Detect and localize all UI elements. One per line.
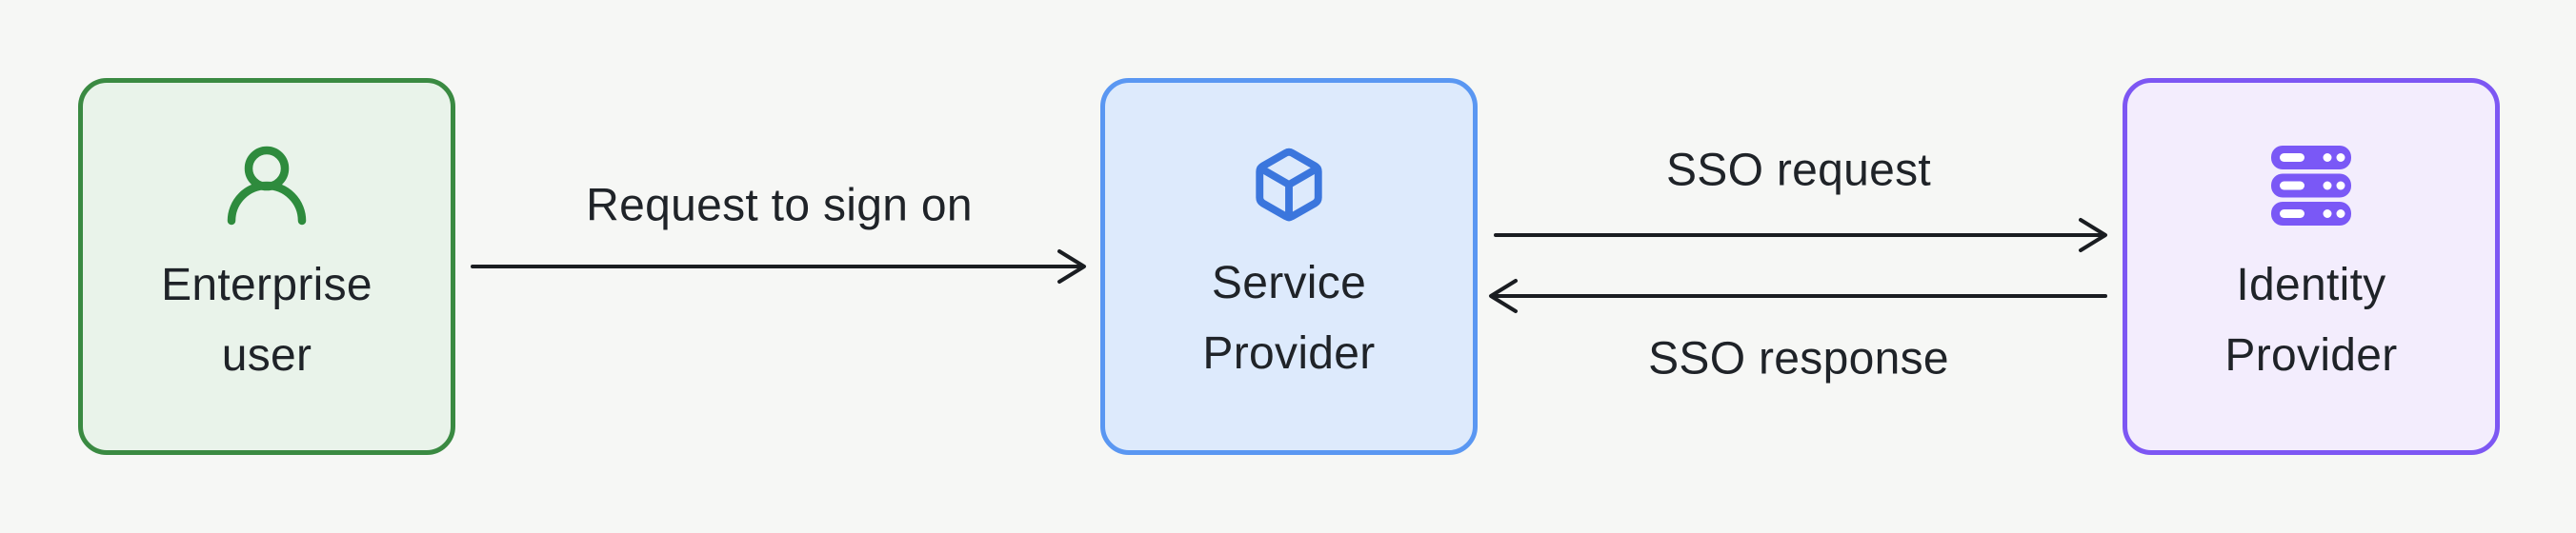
node-identity-provider: Identity Provider bbox=[2123, 78, 2500, 455]
edge-label-sso-response: SSO response bbox=[1648, 333, 1949, 385]
node-label-service-provider: Service Provider bbox=[1202, 248, 1375, 389]
node-label-line: Identity bbox=[2236, 260, 2386, 310]
arrow-sso-request bbox=[1494, 218, 2107, 252]
node-label-line: Provider bbox=[1202, 328, 1376, 379]
edge-label-request-to-sign-on: Request to sign on bbox=[586, 180, 973, 231]
node-label-line: user bbox=[221, 330, 312, 381]
node-label-line: Provider bbox=[2224, 330, 2398, 381]
node-service-provider: Service Provider bbox=[1100, 78, 1478, 455]
node-label-enterprise-user: Enterprise user bbox=[161, 250, 372, 391]
node-label-line: Service bbox=[1211, 258, 1367, 308]
node-enterprise-user: Enterprise user bbox=[78, 78, 455, 455]
user-icon bbox=[227, 146, 307, 226]
edge-label-sso-request: SSO request bbox=[1665, 145, 1932, 196]
node-label-identity-provider: Identity Provider bbox=[2224, 250, 2397, 391]
node-label-line: Enterprise bbox=[161, 260, 372, 310]
arrow-request-to-sign-on bbox=[471, 249, 1086, 284]
server-icon bbox=[2271, 146, 2351, 226]
arrow-sso-response bbox=[1489, 279, 2107, 313]
cube-icon bbox=[1256, 148, 1322, 222]
